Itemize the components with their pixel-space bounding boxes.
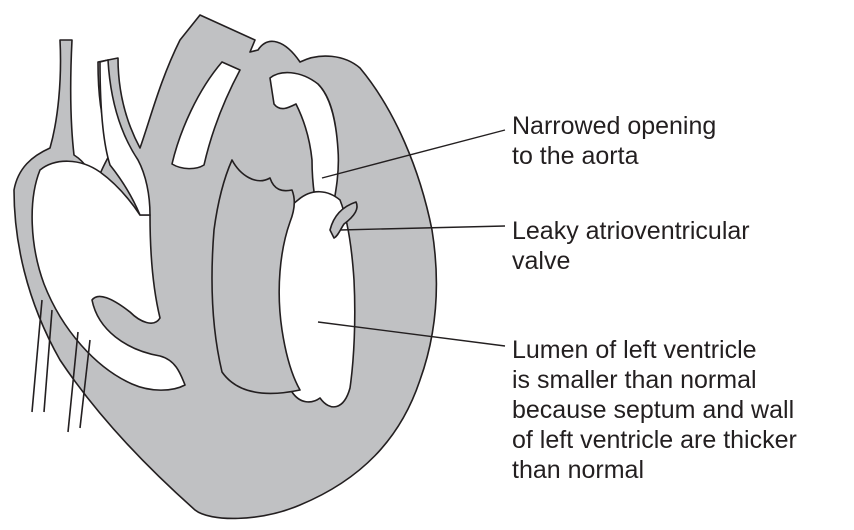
label-leaky-av-valve: Leaky atrioventricular valve bbox=[512, 216, 750, 276]
label-line: valve bbox=[512, 246, 750, 276]
label-left-ventricle-lumen: Lumen of left ventricle is smaller than … bbox=[512, 335, 797, 485]
label-line: than normal bbox=[512, 455, 797, 485]
label-line: is smaller than normal bbox=[512, 365, 797, 395]
label-narrowed-aorta-opening: Narrowed opening to the aorta bbox=[512, 111, 716, 171]
label-line: Narrowed opening bbox=[512, 111, 716, 141]
label-line: of left ventricle are thicker bbox=[512, 425, 797, 455]
label-line: Lumen of left ventricle bbox=[512, 335, 797, 365]
label-line: because septum and wall bbox=[512, 395, 797, 425]
vessel-line-1 bbox=[32, 300, 42, 412]
label-line: to the aorta bbox=[512, 141, 716, 171]
label-line: Leaky atrioventricular bbox=[512, 216, 750, 246]
